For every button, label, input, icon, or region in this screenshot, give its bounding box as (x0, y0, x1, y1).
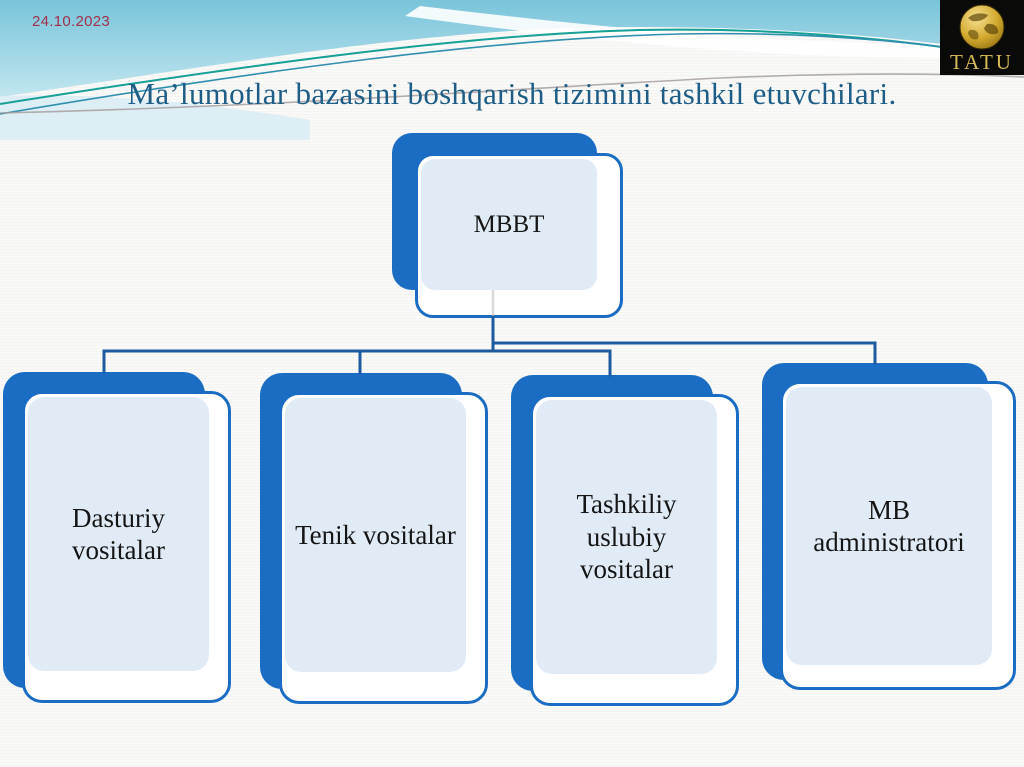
tatu-logo: TATU (940, 0, 1024, 75)
node-panel: Dasturiy vositalar (28, 397, 209, 671)
org-node-mbbt[interactable]: MBBT (392, 133, 623, 318)
node-label: MB administratori (813, 494, 965, 557)
node-label: Tenik vositalar (295, 519, 456, 550)
org-node-mb-administratori[interactable]: MB administratori (762, 363, 1016, 690)
node-card: Dasturiy vositalar (22, 391, 231, 703)
node-panel: Tenik vositalar (285, 398, 466, 672)
node-card: MB administratori (780, 381, 1016, 690)
node-panel: Tashkiliy uslubiy vositalar (536, 400, 717, 674)
node-card: Tenik vositalar (279, 392, 488, 704)
node-card: Tashkiliy uslubiy vositalar (530, 394, 739, 706)
tatu-logo-graphic: TATU (940, 0, 1024, 75)
org-node-dasturiy-vositalar[interactable]: Dasturiy vositalar (3, 372, 231, 703)
node-panel: MB administratori (786, 387, 992, 665)
org-node-tashkiliy-uslubiy-vositalar[interactable]: Tashkiliy uslubiy vositalar (511, 375, 739, 706)
slide-title: Ma’lumotlar bazasini boshqarish tizimini… (127, 76, 897, 111)
node-label: Dasturiy vositalar (72, 502, 165, 565)
node-label: MBBT (473, 210, 545, 238)
slide-date: 24.10.2023 (32, 13, 111, 30)
node-card: MBBT (415, 153, 623, 318)
tatu-logo-text: TATU (950, 50, 1014, 74)
node-label: Tashkiliy uslubiy vositalar (576, 489, 677, 585)
header-wave-graphic (0, 0, 1024, 140)
node-panel: MBBT (421, 159, 597, 290)
org-node-tenik-vositalar[interactable]: Tenik vositalar (260, 373, 488, 704)
